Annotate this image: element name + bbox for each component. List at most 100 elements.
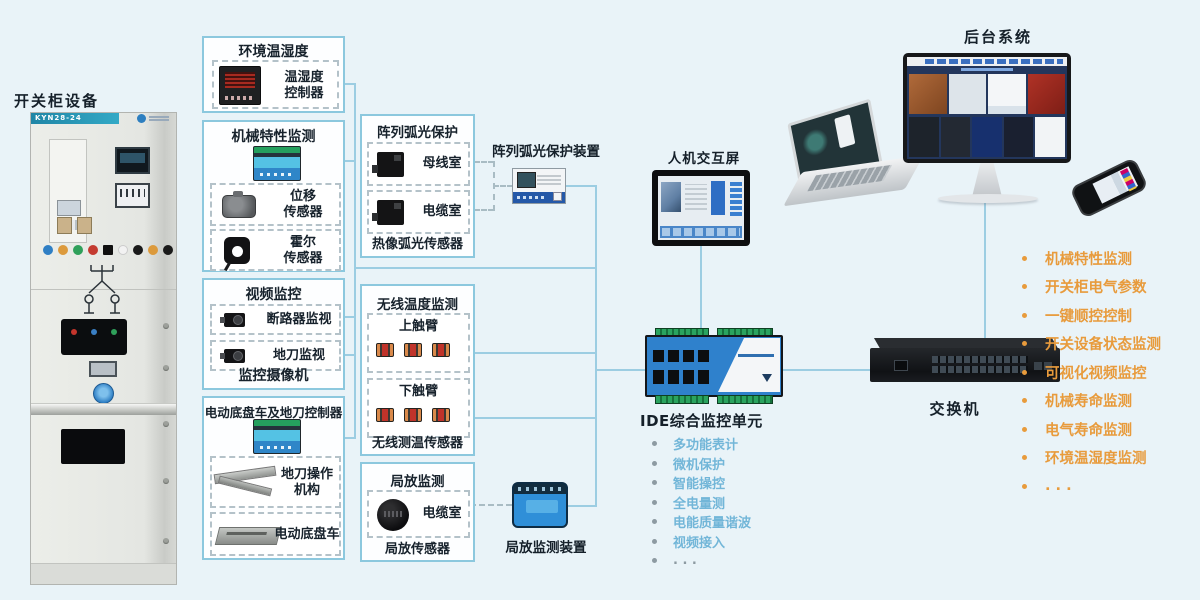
ide-feature-item: 视频接入 <box>652 532 751 552</box>
mech-box-title: 机械特性监测 <box>231 129 316 145</box>
video-inner-box-1: 断路器监视 <box>210 304 341 335</box>
pd-box-footer: 局放传感器 <box>384 542 450 557</box>
indicator-lamp <box>58 245 68 255</box>
wireless-box-footer: 无线测温传感器 <box>371 436 463 451</box>
arc-inner-box-1: 母线室 <box>367 142 470 186</box>
earth-switch-monitor-label: 地刀监视 <box>272 348 325 363</box>
dashed-pd <box>470 504 512 506</box>
env-inner-box: 温湿度 控制器 <box>212 60 339 109</box>
monitor-base <box>938 194 1038 203</box>
bullet-icon <box>652 460 657 466</box>
bullet-icon <box>652 480 657 486</box>
capability-item: 可视化视频监控 <box>1022 358 1161 387</box>
switch-label: 交换机 <box>929 400 981 418</box>
cabinet-title: 开关柜设备 <box>14 92 100 110</box>
wireless-temp-box: 无线温度监测 上触臂 下触臂 无线测温传感器 <box>360 284 475 456</box>
laptop <box>777 97 924 220</box>
cabinet-base <box>31 563 176 584</box>
switchgear-cabinet: KYN28-24 <box>30 112 177 585</box>
mech-inner-box-2: 霍尔 传感器 <box>210 229 341 271</box>
wireless-temp-sensor-icon <box>432 408 450 422</box>
temp-humidity-controller-icon <box>219 66 261 105</box>
capability-item: 机械特性监测 <box>1022 244 1161 273</box>
connector-hmi-ide <box>700 245 702 331</box>
lower-arm-label: 下触臂 <box>398 384 438 399</box>
arc-protection-box: 阵列弧光保护 母线室 电缆室 热像弧光传感器 <box>360 114 475 258</box>
arc-box-footer: 热像弧光传感器 <box>371 237 463 252</box>
ide-feature-list: 多功能表计 微机保护 智能操控 全电量测 电能质量谐波 视频接入 . . . <box>652 434 751 571</box>
bullet-icon <box>1022 369 1027 375</box>
connector-arc-device <box>564 185 596 187</box>
ide-feature-item: 电能质量谐波 <box>652 512 751 532</box>
arc-device-label: 阵列弧光保护装置 <box>492 144 600 160</box>
hall-sensor-label: 霍尔 传感器 <box>283 235 323 267</box>
wireless-temp-sensor-icon <box>404 343 422 357</box>
earth-switch-mechanism-label: 地刀操作 机构 <box>280 467 333 499</box>
capability-list: 机械特性监测 开关柜电气参数 一键顺控控制 开关设备状态监测 可视化视频监控 机… <box>1022 244 1161 501</box>
arc-box-title: 阵列弧光保护 <box>377 125 458 141</box>
indicator-lamp <box>118 245 128 255</box>
indicator-lamp <box>163 245 173 255</box>
wireless-temp-sensor-icon <box>404 408 422 422</box>
monitor-stand <box>972 163 1002 197</box>
connector-pd-device <box>566 505 596 507</box>
wireless-temp-sensor-icon <box>376 408 394 422</box>
monitor-screen-content <box>907 57 1067 159</box>
camera-icon <box>220 349 245 363</box>
pd-cable-room-label: 电缆室 <box>422 506 462 521</box>
hmi-screen-content <box>658 176 744 240</box>
terminal-strip <box>655 395 709 404</box>
arc-protection-device <box>512 168 566 204</box>
mech-controller-icon <box>253 146 301 181</box>
bullet-icon <box>1022 426 1027 432</box>
dashed-arc-1 <box>474 161 494 163</box>
wireless-temp-sensor-icon <box>432 343 450 357</box>
door-split <box>31 289 176 290</box>
displacement-sensor-label: 位移 传感器 <box>283 189 323 221</box>
connector-video-1 <box>338 316 356 318</box>
connector-ide-switch <box>782 369 880 371</box>
env-box-title: 环境温湿度 <box>238 44 309 60</box>
pd-monitor-box: 局放监测 电缆室 局放传感器 <box>360 462 475 562</box>
capability-item: 机械寿命监测 <box>1022 387 1161 416</box>
desktop-monitor <box>903 53 1071 163</box>
cabinet-display <box>115 147 150 174</box>
camera-icon <box>220 313 245 327</box>
video-box-footer: 监控摄像机 <box>238 368 309 384</box>
port-row <box>932 366 1028 373</box>
displacement-sensor-icon <box>222 191 256 218</box>
env-temp-humidity-box: 环境温湿度 温湿度 控制器 <box>202 36 345 113</box>
upper-arm-label: 上触臂 <box>398 319 438 334</box>
backend-label: 后台系统 <box>963 28 1032 46</box>
chassis-inner-box-2: 电动底盘车 <box>210 512 341 556</box>
selector-knob <box>93 383 114 404</box>
bullet-icon <box>1022 284 1027 290</box>
indicator-lamp <box>133 245 143 255</box>
handle-rail <box>31 403 176 415</box>
ide-feature-item: 微机保护 <box>652 454 751 474</box>
bullet-icon <box>652 499 657 505</box>
mechanical-monitor-box: 机械特性监测 位移 传感器 霍尔 传感器 <box>202 120 345 272</box>
wireless-inner-box-2: 下触臂 <box>367 378 470 438</box>
video-box-title: 视频监控 <box>245 287 302 303</box>
ide-feature-item: 智能操控 <box>652 473 751 493</box>
brand-logo <box>137 114 171 123</box>
bullet-icon <box>1022 483 1027 489</box>
bullet-icon <box>1022 312 1027 318</box>
bus-right <box>595 185 597 507</box>
ide-label: IDE综合监控单元 <box>640 412 763 430</box>
bullet-icon <box>652 441 657 447</box>
arc-sensor-icon <box>372 152 404 177</box>
bus-left <box>354 83 356 439</box>
capability-item: 开关柜电气参数 <box>1022 273 1161 302</box>
indicator-lamp <box>43 245 53 255</box>
arc-inner-box-2: 电缆室 <box>367 190 470 234</box>
port-row <box>932 356 1028 363</box>
capability-item: 电气寿命监测 <box>1022 415 1161 444</box>
dashed-arc-2 <box>474 209 494 211</box>
control-panel <box>61 319 127 355</box>
smartphone <box>1069 156 1149 220</box>
trunk-line <box>354 267 597 269</box>
cabinet-meter <box>115 183 150 208</box>
